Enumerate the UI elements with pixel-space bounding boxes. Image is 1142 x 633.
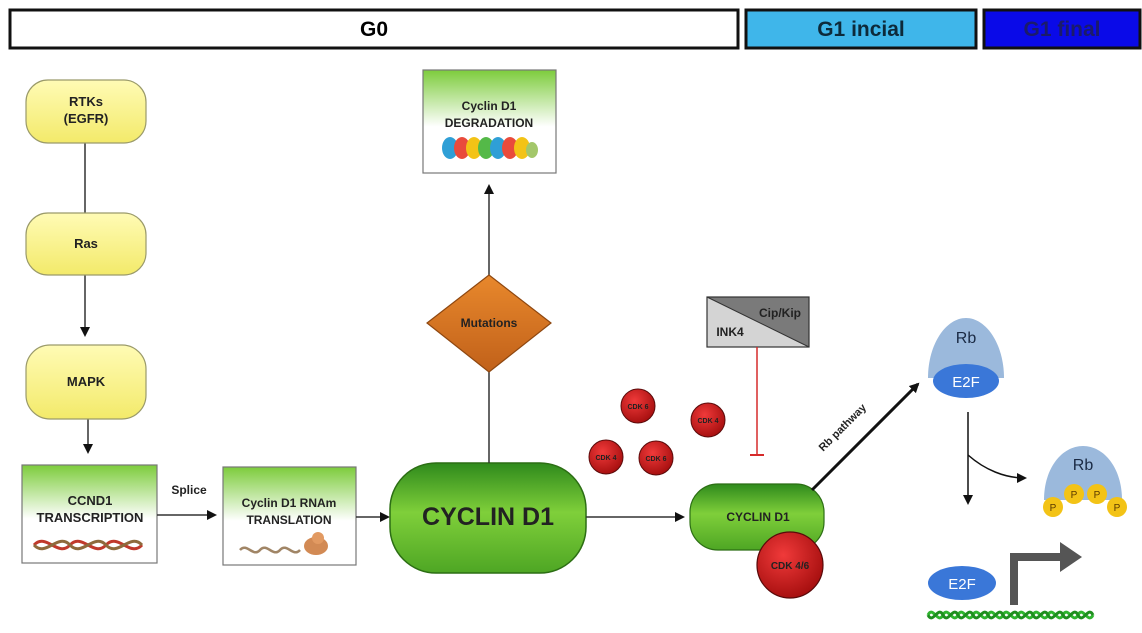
edge-rb-phosphorylation [967,454,1027,483]
dna-helix-icon [32,539,144,551]
cip-kip-label: Cip/Kip [759,306,801,320]
phase-bar-g1-final: G1 final [982,8,1142,50]
node-inhibitors: Cip/Kip INK4 [706,296,810,348]
inhibition-edge [750,347,764,456]
rb-pathway-label: Rb pathway [817,401,870,454]
rtks-label-line2: (EGFR) [64,111,109,126]
cdk-small-1: CDK 6 [620,388,656,424]
phosphate-3-label: P [1094,490,1101,501]
mutations-label: Mutations [461,316,518,330]
translation-label-line2: TRANSLATION [246,513,331,527]
node-rtks: RTKs (EGFR) [25,79,147,144]
rb-bottom-label: Rb [1073,457,1094,474]
phase-label-g0: G0 [360,18,388,41]
phosphate-1-label: P [1050,503,1057,514]
ccnd1-label-line1: CCND1 [68,493,113,508]
cdk-small-3: CDK 4 [588,439,624,475]
ras-label: Ras [74,236,98,251]
phase-bar-g1-initial: G1 incial [744,8,978,50]
cdk-small-3-label: CDK 4 [595,455,616,462]
phosphate-4-label: P [1114,503,1121,514]
cdk-small-2-label: CDK 4 [697,418,718,425]
node-cyclin-d1-degradation: Cyclin D1 DEGRADATION [422,69,557,174]
phase-bar-g0: G0 [8,8,740,50]
degradation-label-line1: Cyclin D1 [462,99,517,113]
ink4-label: INK4 [716,325,744,339]
translation-label-line1: Cyclin D1 RNAm [242,496,337,510]
node-rb-e2f-complex: Rb E2F [928,318,1004,398]
rtks-label-line1: RTKs [69,94,103,109]
phosphate-1: P [1043,497,1063,517]
node-mapk: MAPK [25,344,147,420]
node-ras: Ras [25,212,147,276]
cdk-small-4-label: CDK 6 [645,456,666,463]
phosphate-4: P [1107,497,1127,517]
splice-label: Splice [171,483,207,497]
node-cyclin-d1-translation: Cyclin D1 RNAm TRANSLATION [222,466,357,566]
mrna-ribosome-icon [239,532,328,555]
mapk-label: MAPK [67,374,106,389]
node-ccnd1-transcription: CCND1 TRANSCRIPTION [21,464,158,564]
node-e2f-dna: E2F [926,542,1095,620]
phosphate-2: P [1064,484,1084,504]
dna-strand-icon [926,610,1095,620]
node-mutations: Mutations [426,274,552,373]
cdk46-label: CDK 4/6 [771,561,810,572]
phase-label-g1-initial: G1 incial [817,18,905,41]
transcription-start-arrow-icon [1010,542,1082,605]
cdk46-circle [756,531,824,599]
e2f-top-label: E2F [952,374,980,391]
degradation-label-line2: DEGRADATION [445,116,533,130]
cdk-small-2: CDK 4 [690,402,726,438]
rb-top-label: Rb [956,330,977,347]
ccnd1-label-line2: TRANSCRIPTION [37,510,144,525]
node-rb-phosphorylated: Rb P P P P [1043,446,1127,517]
e2f-bottom-label: E2F [948,576,976,593]
cyclin-d1-complex-label: CYCLIN D1 [726,510,790,524]
cyclin-d1-main-label: CYCLIN D1 [422,503,554,531]
phase-label-g1-final: G1 final [1023,18,1100,41]
phosphate-3: P [1087,484,1107,504]
cdk-small-1-label: CDK 6 [627,404,648,411]
proteasome-icon [442,137,538,159]
phosphate-2-label: P [1071,490,1078,501]
node-cyclin-d1-main: CYCLIN D1 [389,462,587,574]
cdk-small-4: CDK 6 [638,440,674,476]
edge-rb-pathway [810,382,920,492]
node-cyclin-cdk-complex: CYCLIN D1 CDK 4/6 [689,483,825,599]
